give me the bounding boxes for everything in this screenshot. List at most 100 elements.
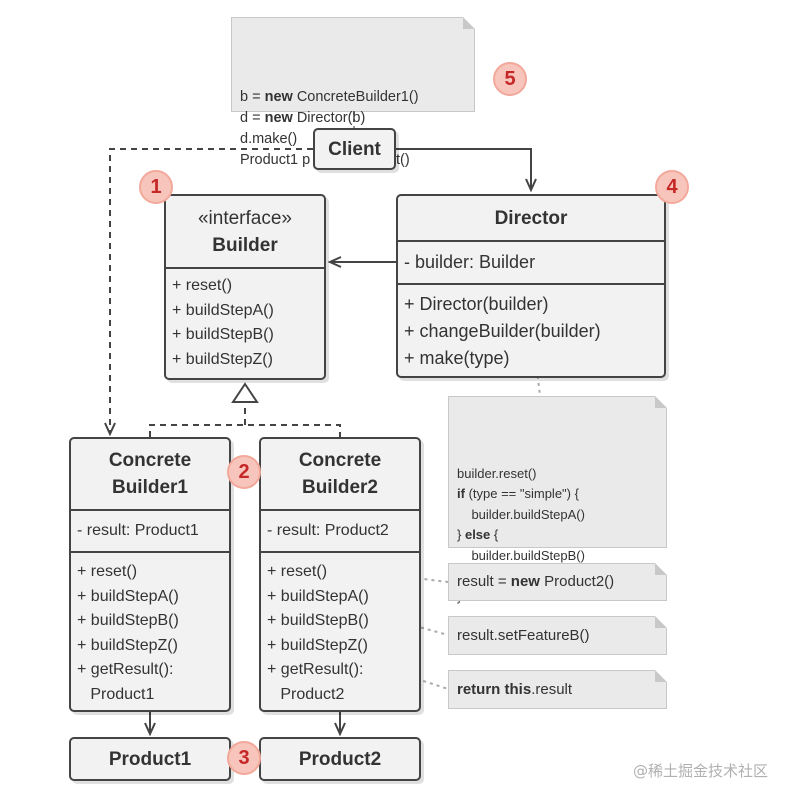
step-badge-2: 2	[227, 455, 261, 489]
concrete-builder1-box: Concrete Builder1 - result: Product1 + r…	[69, 437, 231, 712]
product2-box: Product2	[259, 737, 421, 781]
note-text: ConcreteBuilder1()	[292, 89, 419, 105]
concrete-builder2-methods: + reset() + buildStepA() + buildStepB() …	[261, 551, 419, 710]
note-line: builder.buildStepB()	[457, 546, 658, 567]
note-fold	[655, 670, 667, 682]
step-badge-4: 4	[655, 170, 689, 204]
note-fold	[655, 396, 667, 408]
concrete-builder2-method: + getResult():	[267, 661, 364, 678]
builder-method: + reset()	[172, 277, 233, 294]
concrete-builder2-fields: - result: Product2	[261, 509, 419, 551]
note-line: d = new Director(b)	[240, 108, 466, 129]
note-text: b =	[240, 89, 265, 105]
concrete-builder2-header: Concrete Builder2	[261, 439, 419, 509]
realization-triangle	[231, 382, 259, 403]
director-fields: - builder: Builder	[398, 240, 664, 283]
note-text: new	[510, 573, 540, 590]
note-text: else	[464, 527, 491, 542]
concrete-builder2-name-line2: Builder2	[301, 477, 379, 498]
concrete-builder1-method: + getResult():	[77, 661, 174, 678]
director-methods: + Director(builder) + changeBuilder(buil…	[398, 283, 664, 376]
make-note-connector	[535, 361, 541, 397]
note-text: Product2()	[539, 573, 615, 590]
note-text: builder.reset()	[457, 465, 537, 481]
note-text: d =	[240, 110, 265, 126]
watermark: @稀土掘金技术社区	[632, 762, 768, 780]
product1-box: Product1	[69, 737, 231, 781]
concrete-builder2-method: + reset()	[267, 563, 328, 580]
note-text: Director(b)	[292, 110, 366, 126]
product1-label: Product1	[108, 748, 192, 770]
note-line: } else {	[457, 525, 658, 546]
note-text: {	[490, 527, 499, 542]
note-text: d.make()	[240, 131, 298, 147]
note-line: b = new ConcreteBuilder1()	[240, 87, 466, 108]
reset-note-text: result = new Product2()	[457, 572, 614, 592]
step-badge-1: 1	[139, 170, 173, 204]
note-line: builder.reset()	[457, 464, 658, 485]
builder-interface-box: «interface» Builder + reset() + buildSte…	[164, 194, 326, 380]
client-to-concrete1-arrow	[110, 148, 313, 434]
director-method: + make(type)	[404, 348, 510, 368]
builder-method: + buildStepB()	[172, 326, 274, 343]
note-text: }	[457, 527, 465, 542]
concrete-builder1-method: + buildStepB()	[77, 612, 179, 629]
builder-method: + buildStepA()	[172, 301, 274, 319]
concrete-builder2-method: + buildStepZ()	[267, 636, 368, 654]
client-note-lines: b = new ConcreteBuilder1()d = new Direct…	[240, 87, 466, 171]
note-text: .result	[531, 680, 573, 698]
note-text: (type == "simple") {	[464, 486, 579, 501]
client-code-note: b = new ConcreteBuilder1()d = new Direct…	[231, 17, 475, 168]
note-fold	[463, 17, 475, 29]
note-text: builder.buildStepB()	[457, 547, 585, 563]
step-badge-3: 3	[227, 741, 261, 775]
concrete-builder1-method: Product1	[77, 685, 155, 703]
reset-note: result = new Product2()	[448, 563, 667, 601]
note-line: if (type == "simple") {	[457, 484, 658, 505]
note-text: if	[457, 486, 465, 501]
concrete-builder1-method: + reset()	[77, 563, 138, 580]
concrete-builder1-method: + buildStepZ()	[77, 636, 178, 654]
concrete-builder2-method: Product2	[267, 685, 345, 703]
builder-name: Builder	[212, 234, 278, 256]
client-to-director-arrow	[396, 148, 531, 190]
concrete-builder1-header: Concrete Builder1	[71, 439, 229, 509]
concrete-builder2-field: - result: Product2	[267, 521, 389, 539]
concrete-builder1-method: + buildStepA()	[77, 587, 179, 605]
director-name: Director	[494, 207, 568, 229]
note-text: result =	[457, 573, 511, 590]
director-box: Director - builder: Builder + Director(b…	[396, 194, 666, 378]
concrete-builder2-box: Concrete Builder2 - result: Product2 + r…	[259, 437, 421, 712]
client-label: Client	[328, 138, 381, 160]
note-line: d.make()	[240, 129, 466, 150]
concrete-builder2-method: + buildStepB()	[267, 612, 369, 629]
note-text: result.setFeatureB()	[457, 626, 590, 644]
getresult-note-text: return this.result	[457, 680, 572, 700]
concrete-builder1-name-line1: Concrete	[108, 450, 192, 471]
builder-method: + buildStepZ()	[172, 350, 273, 368]
step-badge-5: 5	[493, 62, 527, 96]
concrete-builder1-name-line2: Builder1	[111, 477, 189, 498]
make-code-note: builder.reset() if (type == "simple") { b…	[448, 396, 667, 604]
client-box: Client	[313, 128, 396, 170]
note-text: new	[264, 110, 293, 126]
concrete-builder2-name-line1: Concrete	[298, 450, 382, 471]
note-text: builder.buildStepA()	[457, 506, 585, 522]
note-text: return this	[457, 680, 532, 698]
builder-stereotype: «interface»	[197, 207, 292, 229]
getresult-note: return this.result	[448, 670, 667, 709]
director-method: + Director(builder)	[404, 294, 549, 314]
concrete-builder2-method: + buildStepA()	[267, 587, 369, 605]
director-field: - builder: Builder	[404, 252, 536, 272]
featureb-note-text: result.setFeatureB()	[457, 626, 590, 646]
concrete-builder1-methods: + reset() + buildStepA() + buildStepB() …	[71, 551, 229, 710]
builder-methods: + reset() + buildStepA() + buildStepB() …	[166, 267, 324, 378]
director-method: + changeBuilder(builder)	[404, 321, 601, 341]
builder-header: «interface» Builder	[166, 196, 324, 267]
concrete-builder1-field: - result: Product1	[77, 521, 199, 539]
note-text: new	[264, 89, 293, 105]
realization-line	[149, 424, 341, 437]
concrete-builder1-fields: - result: Product1	[71, 509, 229, 551]
product2-label: Product2	[298, 748, 382, 770]
featureb-note: result.setFeatureB()	[448, 616, 667, 655]
